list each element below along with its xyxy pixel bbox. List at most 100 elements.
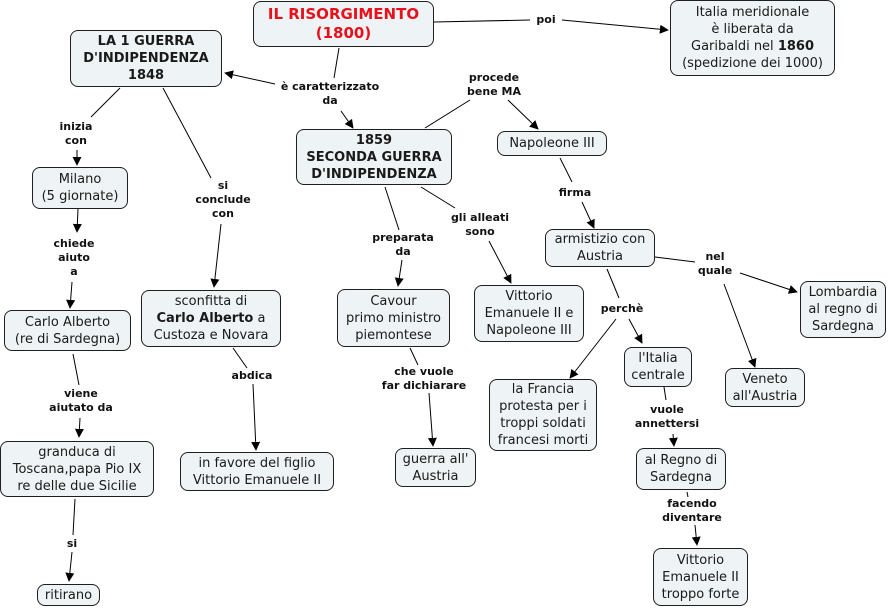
edge-milano-chiede <box>72 208 82 233</box>
node-text: Garibaldi nel <box>691 39 778 54</box>
link-facendo: facendo diventare <box>660 497 724 525</box>
link-perche: perchè <box>598 302 646 316</box>
node-line: Napoleone III <box>486 323 572 338</box>
node-line: D'INDIPENDENZA <box>83 51 209 66</box>
edge-regno-facendo <box>686 491 689 498</box>
link-line: procede <box>468 71 520 84</box>
node-prima-guerra[interactable]: LA 1 GUERRA D'INDIPENDENZA 1848 <box>70 30 222 87</box>
node-cavour[interactable]: Cavour primo ministro piemontese <box>337 289 450 347</box>
link-line: da <box>395 245 411 258</box>
edge-perche-italia <box>628 318 643 344</box>
node-risorgimento[interactable]: IL RISORGIMENTO (1800) <box>253 1 434 47</box>
node-line: Sardegna <box>649 470 713 485</box>
link-inizia: inizia con <box>57 120 95 148</box>
node-line: armistizio con <box>554 232 646 247</box>
edge-armistizio-nelquale <box>654 256 696 263</box>
link-line: con <box>65 134 87 147</box>
node-carlo-alberto[interactable]: Carlo Alberto (re di Sardegna) <box>4 310 131 351</box>
node-seconda-guerra[interactable]: 1859 SECONDA GUERRA D'INDIPENDENZA <box>296 129 452 185</box>
link-line: da <box>322 94 338 107</box>
node-ritirano[interactable]: ritirano <box>37 584 100 606</box>
link-si: si <box>64 537 80 551</box>
link-line: bene MA <box>467 85 521 98</box>
node-line: Milano <box>58 172 102 187</box>
node-veneto[interactable]: Veneto all'Austria <box>725 368 805 407</box>
link-line: si <box>217 179 229 192</box>
edge-cavour-vuole <box>409 347 419 366</box>
edge-poi-south <box>561 19 669 34</box>
link-line: diventare <box>662 511 722 524</box>
edge-granduca-si <box>72 498 76 536</box>
node-line: SECONDA GUERRA <box>306 149 442 165</box>
node-line: granduca di <box>38 444 116 460</box>
node-italia-centrale[interactable]: l'Italia centrale <box>624 347 692 387</box>
node-milano[interactable]: Milano (5 giornate) <box>32 167 128 209</box>
node-line: Carlo Alberto a <box>157 310 266 327</box>
node-line: la Francia <box>511 382 575 397</box>
node-line: Cavour <box>370 293 417 309</box>
edge-war1-conclude <box>162 87 212 179</box>
node-napoleone-iii[interactable]: Napoleone III <box>497 131 607 156</box>
edge-viene-granduca <box>74 417 84 438</box>
link-line: è caratterizzato <box>280 80 380 93</box>
node-line: Emanuele II e <box>484 306 574 321</box>
node-line: Sardegna <box>811 319 875 334</box>
link-line: conclude <box>195 193 251 206</box>
node-line: all'Austria <box>732 388 798 404</box>
node-lombardia[interactable]: Lombardia al regno di Sardegna <box>800 281 886 338</box>
node-line: (re di Sardegna) <box>14 331 121 347</box>
link-line: facendo <box>667 497 717 510</box>
node-vittorio-forte[interactable]: Vittorio Emanuele II troppo forte <box>653 548 748 606</box>
edge-root-caratterizzato <box>333 47 340 79</box>
node-guerra-austria[interactable]: guerra all' Austria <box>395 448 476 487</box>
node-line: (1800) <box>315 24 372 42</box>
node-alleati[interactable]: Vittorio Emanuele II e Napoleone III <box>474 285 584 342</box>
node-line: Italia meridionale <box>695 5 810 20</box>
link-line: quale <box>697 264 733 277</box>
node-line: (5 giornate) <box>41 189 119 204</box>
node-line: l'Italia <box>638 351 678 366</box>
link-gli-alleati: gli alleati sono <box>448 211 512 239</box>
edge-war1-inizia <box>90 87 121 118</box>
node-figlio[interactable]: in favore del figlio Vittorio Emanuele I… <box>180 452 334 491</box>
edge-conclude-sconfitta <box>210 223 222 288</box>
link-procede: procede bene MA <box>465 71 523 99</box>
node-line: (spedizione dei 1000) <box>682 56 823 71</box>
node-line: al Regno di <box>644 453 718 468</box>
link-abdica: abdica <box>229 369 275 383</box>
node-line: Custoza e Novara <box>153 328 269 343</box>
node-francia[interactable]: la Francia protesta per i troppi soldati… <box>489 379 597 451</box>
link-firma: firma <box>556 186 594 200</box>
link-chiede: chiede aiuto a <box>51 237 97 279</box>
link-line: inizia <box>59 120 93 133</box>
link-line: annettersi <box>634 417 700 430</box>
edge-italia-annettersi <box>663 386 667 401</box>
node-italia-meridionale[interactable]: Italia meridionale è liberata da Garibal… <box>670 0 835 76</box>
link-line: a <box>70 265 78 278</box>
edge-firma-armistizio <box>581 201 595 229</box>
edge-si-ritirano <box>65 551 75 582</box>
node-line: Emanuele II <box>662 569 739 585</box>
node-line: IL RISORGIMENTO <box>267 5 420 23</box>
node-line: troppi soldati <box>500 416 586 431</box>
node-armistizio[interactable]: armistizio con Austria <box>545 229 655 267</box>
node-line: al regno di <box>808 302 878 317</box>
link-preparata: preparata da <box>370 231 436 259</box>
node-line: Austria <box>577 249 623 264</box>
node-text: a <box>253 311 266 326</box>
link-line: che vuole <box>394 365 454 378</box>
node-line: francesi morti <box>497 433 589 448</box>
node-line: protesta per i <box>499 399 587 414</box>
node-line: Austria <box>412 468 459 484</box>
edge-nelquale-lombardia <box>739 272 798 294</box>
node-regno-sardegna[interactable]: al Regno di Sardegna <box>636 448 726 490</box>
node-sconfitta[interactable]: sconfitta di Carlo Alberto a Custoza e N… <box>141 290 281 347</box>
edge-sconfitta-abdica <box>232 347 248 369</box>
node-granduca[interactable]: granduca di Toscana,papa Pio IX re delle… <box>0 441 154 497</box>
link-conclude: si conclude con <box>193 179 253 221</box>
node-line: Napoleone III <box>509 136 595 151</box>
link-nel-quale: nel quale <box>695 250 735 278</box>
node-line: Vittorio <box>676 552 725 568</box>
link-line: sono <box>465 225 495 238</box>
edge-preparata-cavour <box>394 259 404 287</box>
